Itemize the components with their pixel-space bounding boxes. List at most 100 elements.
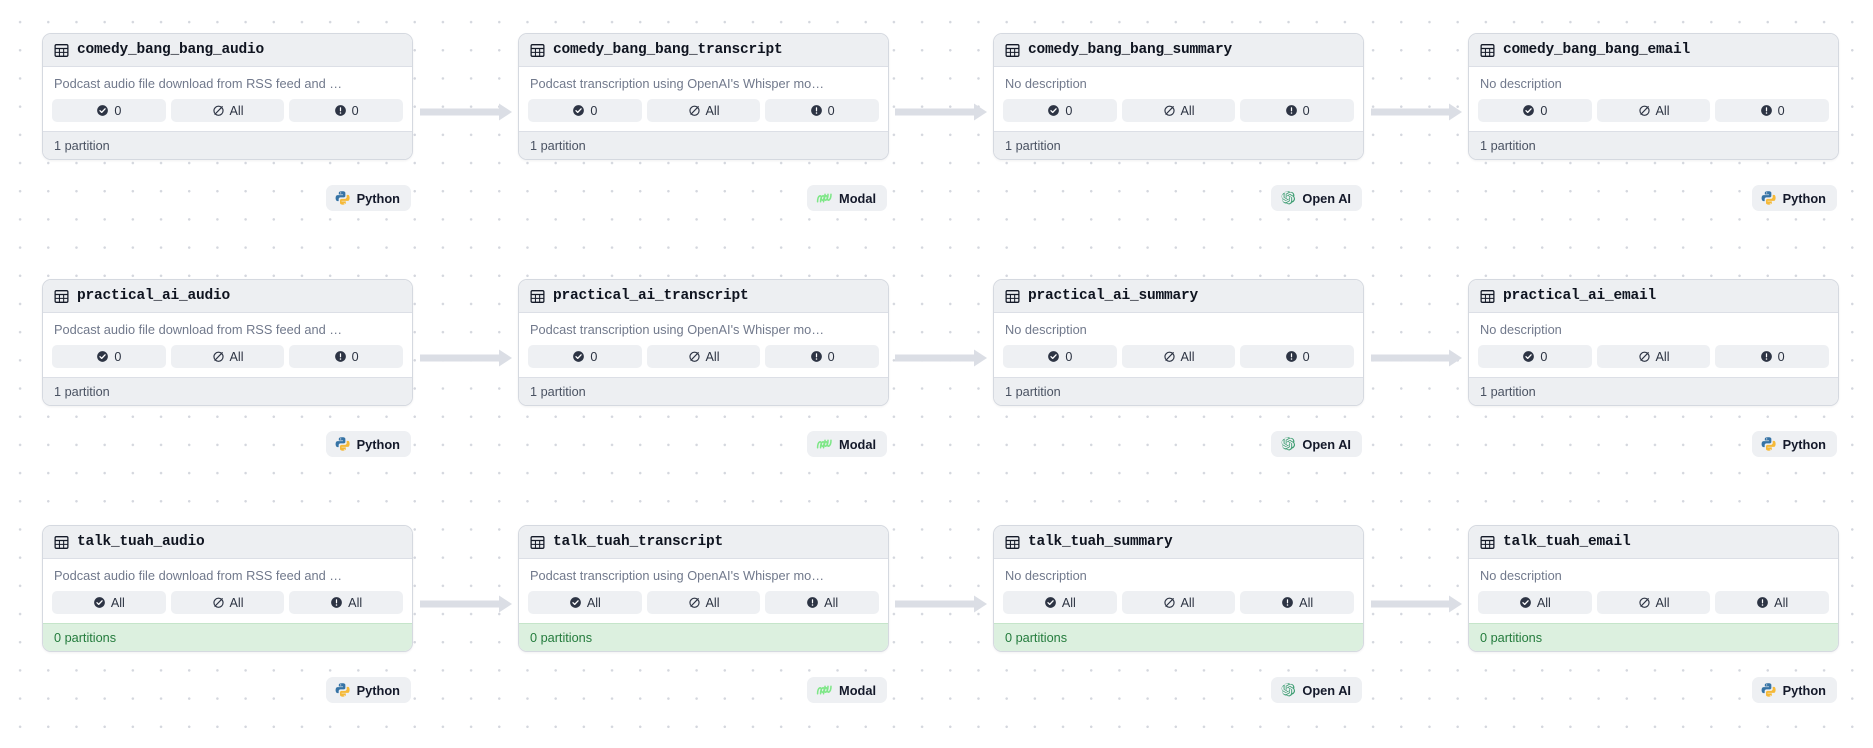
asset-card-header[interactable]: comedy_bang_bang_summary	[994, 34, 1363, 67]
stat-badge-slash-circle[interactable]: All	[1596, 591, 1711, 614]
python-icon	[335, 437, 350, 451]
stat-badge-slash-circle[interactable]: All	[1596, 345, 1711, 368]
stat-badge-exclamation-circle[interactable]: 0	[289, 345, 404, 368]
modal-icon	[816, 685, 832, 695]
asset-kind-badge[interactable]: Modal	[807, 677, 887, 703]
stat-badge-exclamation-circle[interactable]: 0	[1715, 345, 1830, 368]
stat-badge-exclamation-circle[interactable]: All	[765, 591, 880, 614]
stat-badge-slash-circle[interactable]: All	[646, 591, 761, 614]
asset-card-header[interactable]: talk_tuah_transcript	[519, 526, 888, 559]
asset-kind-badge[interactable]: Python	[325, 677, 411, 703]
stat-badge-check-circle[interactable]: 0	[1478, 345, 1592, 368]
asset-kind-badge[interactable]: Modal	[807, 431, 887, 457]
check-circle-icon	[573, 351, 585, 362]
asset-card-header[interactable]: practical_ai_audio	[43, 280, 412, 313]
stat-badge-check-circle[interactable]: 0	[1003, 99, 1117, 122]
stat-badge-check-circle[interactable]: All	[1003, 591, 1117, 614]
stat-badge-slash-circle[interactable]: All	[646, 345, 761, 368]
stat-badge-exclamation-circle[interactable]: All	[289, 591, 404, 614]
asset-kind-badge[interactable]: Python	[1751, 677, 1837, 703]
asset-partition-status: 1 partition	[43, 377, 412, 405]
asset-kind-badge[interactable]: Open AI	[1271, 185, 1362, 211]
asset-card-header[interactable]: talk_tuah_audio	[43, 526, 412, 559]
stat-badge-slash-circle[interactable]: All	[170, 345, 285, 368]
stat-badge-slash-circle[interactable]: All	[1596, 99, 1711, 122]
stat-badge-exclamation-circle[interactable]: 0	[765, 345, 880, 368]
stat-badge-slash-circle[interactable]: All	[1121, 345, 1236, 368]
asset-card-header[interactable]: practical_ai_summary	[994, 280, 1363, 313]
stat-badge-exclamation-circle[interactable]: 0	[1715, 99, 1830, 122]
asset-card-header[interactable]: practical_ai_transcript	[519, 280, 888, 313]
stat-badge-check-circle[interactable]: 0	[528, 99, 642, 122]
asset-kind-badge[interactable]: Modal	[807, 185, 887, 211]
asset-card-header[interactable]: comedy_bang_bang_transcript	[519, 34, 888, 67]
asset-card-header[interactable]: practical_ai_email	[1469, 280, 1838, 313]
asset-kind-badge[interactable]: Python	[325, 185, 411, 211]
stat-badge-slash-circle[interactable]: All	[1121, 99, 1236, 122]
stat-badge-check-circle[interactable]: 0	[1003, 345, 1117, 368]
stat-badge-value: All	[1180, 349, 1195, 364]
stat-badge-exclamation-circle[interactable]: 0	[1240, 99, 1355, 122]
asset-kind-label: Modal	[839, 190, 876, 206]
asset-card-header[interactable]: talk_tuah_summary	[994, 526, 1363, 559]
stat-badge-slash-circle[interactable]: All	[170, 99, 285, 122]
asset-card-body: Podcast audio file download from RSS fee…	[43, 67, 412, 131]
stat-badge-check-circle[interactable]: All	[52, 591, 166, 614]
asset-kind-badge[interactable]: Open AI	[1271, 677, 1362, 703]
connector-arrow	[420, 349, 512, 367]
stat-badge-check-circle[interactable]: 0	[52, 345, 166, 368]
asset-card-header[interactable]: talk_tuah_email	[1469, 526, 1838, 559]
stat-badge-value: All	[229, 103, 244, 118]
stat-badge-exclamation-circle[interactable]: 0	[765, 99, 880, 122]
stat-badge-value: All	[1061, 595, 1076, 610]
stat-badge-check-circle[interactable]: 0	[1478, 99, 1592, 122]
stat-badge-value: All	[1655, 349, 1670, 364]
stat-badge-exclamation-circle[interactable]: All	[1715, 591, 1830, 614]
asset-kind-badge[interactable]: Python	[325, 431, 411, 457]
asset-kind-badge[interactable]: Python	[1751, 185, 1837, 211]
stat-badge-slash-circle[interactable]: All	[170, 591, 285, 614]
stat-badge-check-circle[interactable]: 0	[52, 99, 166, 122]
stat-badge-check-circle[interactable]: 0	[528, 345, 642, 368]
stat-badge-exclamation-circle[interactable]: All	[1240, 591, 1355, 614]
stat-badge-check-circle[interactable]: All	[528, 591, 642, 614]
asset-card-header[interactable]: comedy_bang_bang_email	[1469, 34, 1838, 67]
stat-badge-slash-circle[interactable]: All	[646, 99, 761, 122]
slash-circle-icon	[1638, 597, 1650, 608]
asset-card-header[interactable]: comedy_bang_bang_audio	[43, 34, 412, 67]
stat-badge-exclamation-circle[interactable]: 0	[289, 99, 404, 122]
stat-badge-slash-circle[interactable]: All	[1121, 591, 1236, 614]
stat-badge-exclamation-circle[interactable]: 0	[1240, 345, 1355, 368]
asset-kind-badge[interactable]: Open AI	[1271, 431, 1362, 457]
python-icon	[1761, 683, 1776, 697]
stat-badge-check-circle[interactable]: All	[1478, 591, 1592, 614]
asset-kind-badge[interactable]: Python	[1751, 431, 1837, 457]
exclamation-circle-icon	[807, 597, 819, 608]
